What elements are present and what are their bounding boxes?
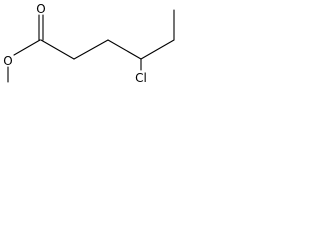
atom-label-carbonyl-oxygen: O — [36, 2, 45, 16]
atom-label-chlorine: Cl — [135, 71, 147, 85]
skeletal-structure: O O Cl — [3, 2, 175, 85]
bond-c3-c4 — [107, 39, 142, 60]
bond-c2-c3 — [73, 39, 109, 60]
bond-c4-c5 — [140, 39, 175, 60]
atom-label-ester-oxygen: O — [3, 54, 12, 68]
bond-c1-c2 — [40, 39, 75, 60]
bond-o-carbonyl — [13, 39, 41, 56]
